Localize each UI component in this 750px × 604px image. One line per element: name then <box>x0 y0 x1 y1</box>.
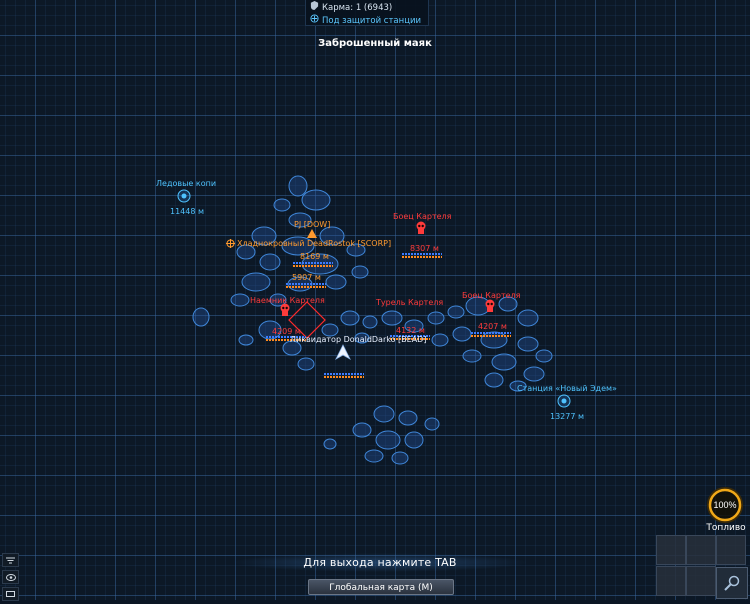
health-bars <box>471 332 511 338</box>
fuel-label: Топливо <box>706 523 746 533</box>
quick-slot[interactable] <box>716 535 746 565</box>
station-eden-distance: 13277 м <box>550 412 585 421</box>
health-bars <box>390 335 430 341</box>
pj-dow-label: PJ [DOW] <box>294 220 331 229</box>
eye-icon <box>5 573 16 581</box>
fuel-gauge: 100% <box>707 487 743 523</box>
quick-slot[interactable] <box>686 566 716 596</box>
filter-button[interactable] <box>2 553 19 567</box>
ice-mines-label: Ледовые копи <box>156 179 217 188</box>
scan-button[interactable] <box>716 567 748 599</box>
cartel-fighter-1-label: Боец Картеля <box>393 212 452 221</box>
player-ship-icon <box>335 344 351 361</box>
cartel-fighter-2-distance: 4207 м <box>478 322 507 331</box>
pj-dow-distance: 8169 м <box>300 252 329 261</box>
crosshair-icon <box>226 239 235 248</box>
chat-button[interactable] <box>2 587 19 601</box>
cartel-mercenary-distance: 4209 м <box>272 327 301 336</box>
skull-icon <box>485 299 495 312</box>
quick-slots <box>656 535 750 600</box>
cartel-turret-distance: 4132 м <box>396 326 425 335</box>
karma-text: Карма: 1 (6943) <box>322 2 393 13</box>
station-eden-label: Станция «Новый Эдем» <box>517 384 617 393</box>
quick-slot[interactable] <box>656 535 686 565</box>
target-lock-icon <box>288 301 326 339</box>
cartel-mercenary-label: Наемник Картеля <box>250 296 325 305</box>
cold-scorp-label: Хладнокровный DeadRostok [SCORP] <box>237 239 392 248</box>
health-bars <box>402 253 442 259</box>
cartel-fighter-2-label: Боец Картеля <box>462 291 521 300</box>
health-bars <box>286 283 326 289</box>
chat-icon <box>6 590 15 597</box>
health-bars <box>324 373 364 379</box>
visibility-button[interactable] <box>2 570 19 584</box>
fuel-value: 100% <box>713 500 736 510</box>
menu-icon <box>6 557 15 563</box>
cartel-fighter-1-distance: 8307 м <box>410 244 439 253</box>
global-map-button[interactable]: Глобальная карта (M) <box>308 579 454 595</box>
karma-icon <box>310 1 319 14</box>
health-bars <box>293 262 333 268</box>
neutral-ship-icon <box>307 229 317 238</box>
shield-icon <box>310 14 319 27</box>
location-title: Заброшенный маяк <box>318 38 432 49</box>
left-toolbar <box>2 553 19 604</box>
health-bars <box>266 336 306 342</box>
status-panel: Карма: 1 (6943) Под защитой станции <box>305 0 429 26</box>
cold-scorp-distance: 5907 м <box>292 273 321 282</box>
station-icon <box>557 394 571 408</box>
magnifier-icon <box>724 575 740 591</box>
skull-icon <box>280 303 290 316</box>
exit-hint: Для выхода нажмите TAB <box>230 553 530 572</box>
player-label: Ликвидатор DonaldDarko [BEAD] <box>290 335 427 344</box>
cartel-turret-label: Турель Картеля <box>376 298 444 307</box>
skull-icon <box>416 221 426 234</box>
quick-slot[interactable] <box>656 566 686 596</box>
station-icon <box>177 189 191 203</box>
quick-slot[interactable] <box>686 535 716 565</box>
ice-mines-distance: 11448 м <box>170 207 205 216</box>
protection-text: Под защитой станции <box>322 15 422 26</box>
